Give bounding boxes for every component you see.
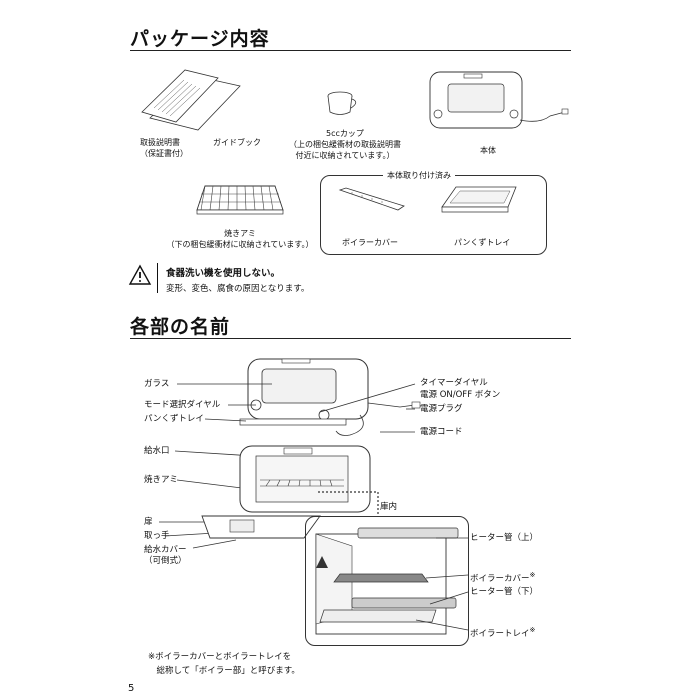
manual-illustration (141, 69, 241, 131)
label-door: 扉 (144, 517, 153, 527)
label-power-button: 電源 ON/OFF ボタン (420, 390, 501, 400)
warning-divider (157, 263, 158, 293)
package-section-title: パッケージ内容 (130, 28, 270, 50)
label-handle: 取っ手 (144, 531, 170, 541)
page-number: 5 (128, 683, 135, 694)
body-caption: 本体 (480, 146, 496, 155)
parts-section-title: 各部の名前 (130, 316, 231, 338)
label-rack: 焼きアミ (144, 475, 178, 485)
section-divider (130, 50, 571, 51)
label-boiler-tray: ボイラートレイ※ (470, 626, 536, 639)
cup-illustration (327, 91, 357, 115)
label-boiler-cover: ボイラーカバー※ (470, 571, 536, 584)
label-timer-dial: タイマーダイヤル (420, 378, 488, 388)
toaster-front-illustration (239, 358, 421, 436)
warning-triangle-icon (128, 264, 152, 285)
label-water-inlet: 給水口 (144, 446, 170, 456)
interior-detail-box (305, 516, 469, 646)
label-water-cover: 給水カバー （可倒式） (144, 545, 187, 566)
interior-illustration (315, 527, 459, 635)
manual-caption: 取扱説明書 （保証書付） (140, 138, 188, 158)
rack-caption: 焼きアミ （下の梱包緩衝材に収納されています。） (166, 229, 314, 249)
section-divider-2 (130, 338, 571, 339)
label-heater-top: ヒーター管（上） (470, 533, 539, 543)
label-heater-bottom: ヒーター管（下） (470, 587, 539, 597)
label-power-plug: 電源プラグ (420, 404, 463, 414)
label-mode-dial: モード選択ダイヤル (144, 400, 221, 410)
guidebook-caption: ガイドブック (213, 138, 261, 147)
label-glass: ガラス (144, 379, 170, 389)
label-crumb-tray: パンくずトレイ (144, 414, 204, 424)
boiler-cover-illustration (338, 187, 405, 211)
rack-illustration (196, 185, 284, 215)
crumb-tray-illustration (441, 186, 517, 213)
crumb-tray-caption: パンくずトレイ (454, 238, 511, 247)
warning-title: 食器洗い機を使用しない。 (166, 268, 281, 279)
attached-header: 本体取り付け済み (383, 170, 455, 181)
label-interior: 庫内 (380, 502, 398, 512)
label-power-cord: 電源コード (420, 427, 463, 437)
cup-caption: 5ccカップ （上の梱包緩衝材の取扱説明書 付近に収納されています。） (289, 129, 401, 160)
boiler-cover-caption: ボイラーカバー (342, 238, 398, 247)
warning-text: 変形、変色、腐食の原因となります。 (166, 284, 310, 294)
toaster-open-illustration (201, 445, 371, 539)
footnote: ※ボイラーカバーとボイラートレイを 総称して「ボイラー部」と呼びます。 (148, 652, 300, 676)
toaster-body-illustration (429, 71, 569, 129)
